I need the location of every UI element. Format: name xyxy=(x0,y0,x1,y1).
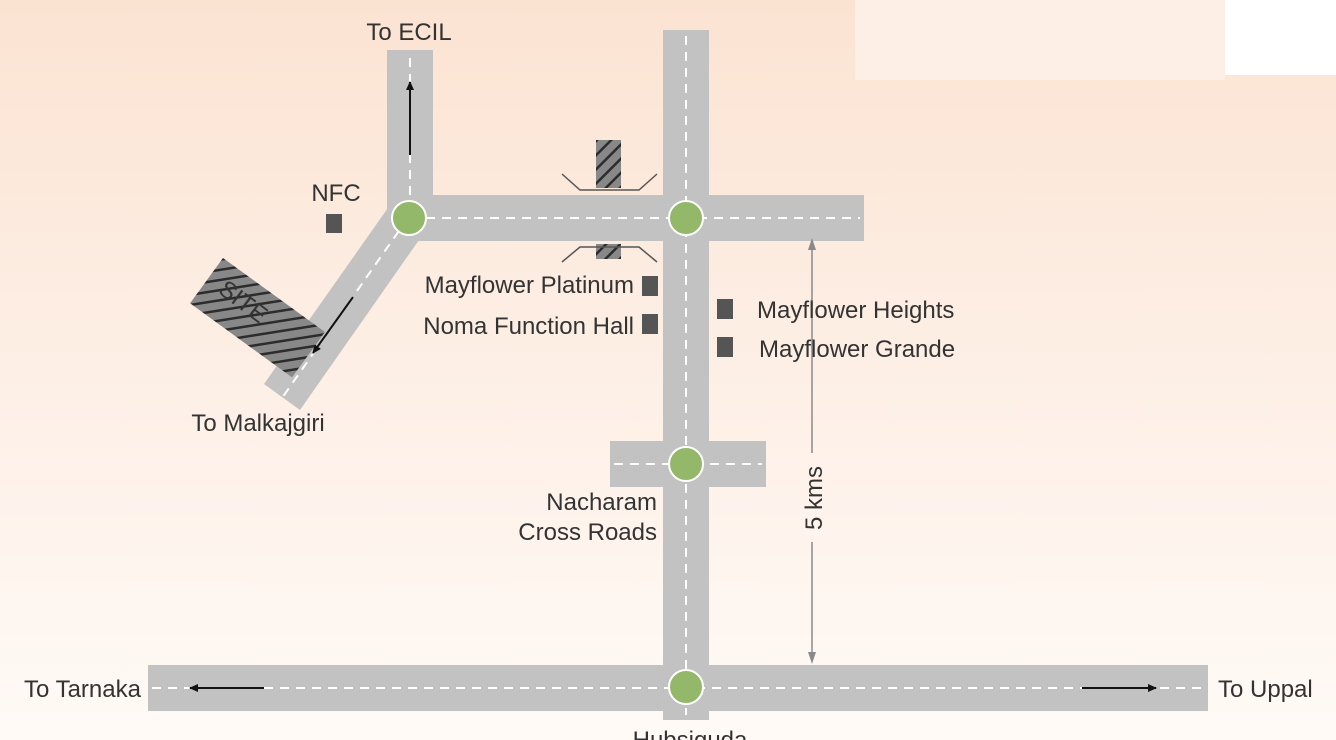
junction-nacharam xyxy=(668,446,704,482)
label-nfc: NFC xyxy=(311,180,360,207)
label-mayflower-heights: Mayflower Heights xyxy=(757,297,954,324)
label-nacharam-line1: Nacharam xyxy=(546,489,657,516)
junction-ecil xyxy=(391,200,427,236)
junction-hubsiguda xyxy=(668,669,704,705)
label-to-ecil: To ECIL xyxy=(366,19,451,46)
label-to-tarnaka: To Tarnaka xyxy=(24,676,142,703)
junction-main xyxy=(668,200,704,236)
label-distance: 5 kms xyxy=(801,466,828,530)
landmark-noma-function-hall xyxy=(642,314,658,334)
background-patch xyxy=(855,0,1225,80)
label-mayflower-grande: Mayflower Grande xyxy=(759,336,955,363)
landmark-mayflower-heights xyxy=(717,299,733,319)
label-to-uppal: To Uppal xyxy=(1218,676,1313,703)
label-nacharam-line2: Cross Roads xyxy=(518,519,657,546)
landmark-nfc xyxy=(326,214,342,233)
landmark-mayflower-grande xyxy=(717,337,733,357)
landmark-mayflower-platinum xyxy=(642,276,658,296)
label-noma-function-hall: Noma Function Hall xyxy=(423,313,634,340)
arrow-malkajgiri xyxy=(312,296,354,354)
label-mayflower-platinum: Mayflower Platinum xyxy=(425,272,634,299)
direction-arrows xyxy=(189,81,1157,692)
flyover-icon xyxy=(561,140,658,263)
label-to-malkajgiri: To Malkajgiri xyxy=(191,410,324,437)
junctions xyxy=(391,200,704,705)
label-hubsiguda: Hubsiguda xyxy=(633,727,748,740)
background-corner xyxy=(1225,0,1336,75)
roads xyxy=(148,30,1208,720)
road-markings xyxy=(152,36,1204,715)
site-block xyxy=(190,258,325,378)
landmarks xyxy=(326,214,733,357)
